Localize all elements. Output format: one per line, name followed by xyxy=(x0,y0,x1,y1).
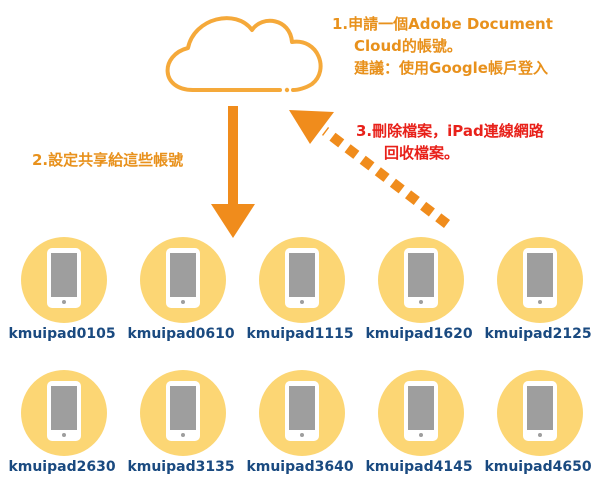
step1-annotation: 1.申請一個Adobe Document Cloud的帳號。 建議：使用Goog… xyxy=(332,13,553,79)
device-card: kmuipad4650 xyxy=(478,370,598,495)
device-card: kmuipad2630 xyxy=(2,370,122,495)
tablet-icon xyxy=(404,381,438,441)
tablet-icon xyxy=(166,248,200,308)
dashed-return-arrow xyxy=(289,110,451,228)
device-card: kmuipad4145 xyxy=(359,370,479,495)
device-card: kmuipad1115 xyxy=(240,237,360,362)
device-card: kmuipad3135 xyxy=(121,370,241,495)
tablet-icon xyxy=(523,248,557,308)
tablet-icon xyxy=(285,381,319,441)
step3-line1: 3.刪除檔案，iPad連線網路 xyxy=(356,122,544,140)
step1-line3: 建議：使用Google帳戶登入 xyxy=(354,59,548,77)
device-label: kmuipad0610 xyxy=(127,326,235,342)
device-card: kmuipad3640 xyxy=(240,370,360,495)
device-label: kmuipad3135 xyxy=(127,459,235,475)
device-label: kmuipad4650 xyxy=(484,459,592,475)
step2-annotation: 2.設定共享給這些帳號 xyxy=(32,151,184,169)
device-label: kmuipad2125 xyxy=(484,326,592,342)
step3-annotation: 3.刪除檔案，iPad連線網路 回收檔案。 xyxy=(356,120,544,164)
device-card: kmuipad0105 xyxy=(2,237,122,362)
device-label: kmuipad4145 xyxy=(365,459,473,475)
step1-line2: Cloud的帳號。 xyxy=(354,37,462,55)
device-card: kmuipad2125 xyxy=(478,237,598,362)
device-label: kmuipad3640 xyxy=(246,459,354,475)
device-label: kmuipad0105 xyxy=(8,326,116,342)
device-card: kmuipad1620 xyxy=(359,237,479,362)
cloud-icon xyxy=(165,16,323,93)
step1-line1: 1.申請一個Adobe Document xyxy=(332,15,553,33)
step3-line2: 回收檔案。 xyxy=(384,144,460,162)
device-label: kmuipad1620 xyxy=(365,326,473,342)
tablet-icon xyxy=(404,248,438,308)
tablet-icon xyxy=(47,381,81,441)
device-label: kmuipad2630 xyxy=(8,459,116,475)
device-card: kmuipad0610 xyxy=(121,237,241,362)
tablet-icon xyxy=(523,381,557,441)
device-label: kmuipad1115 xyxy=(246,326,354,342)
tablet-icon xyxy=(166,381,200,441)
down-arrow xyxy=(211,106,255,238)
tablet-icon xyxy=(285,248,319,308)
tablet-icon xyxy=(47,248,81,308)
